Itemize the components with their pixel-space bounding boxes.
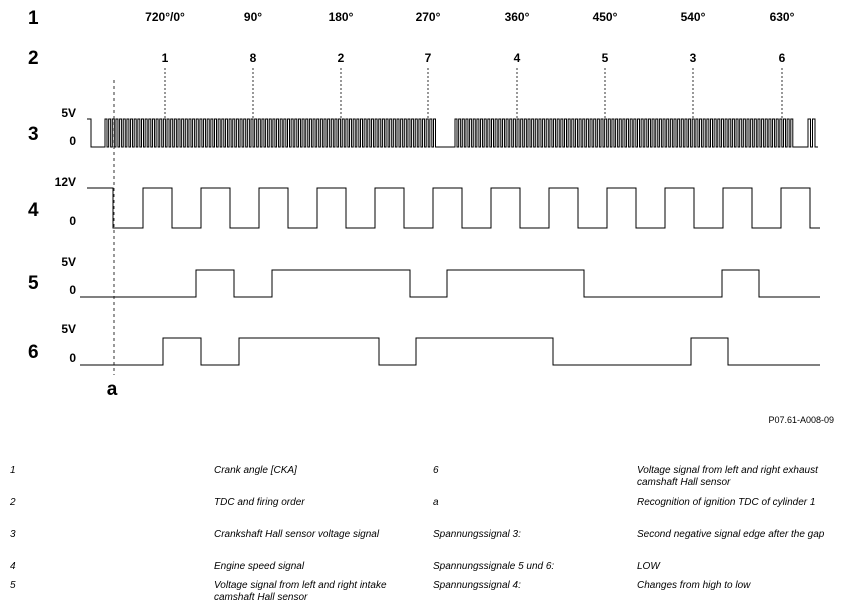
firing-order-labels: 1 8 2 7 4 5 3 6 [162,51,786,65]
crank-angle-labels: 720°/0° 90° 180° 270° 360° 450° 540° 630° [145,10,794,24]
marker-a: a [107,80,118,400]
legend-key: a [433,497,439,508]
row-number: 5 [28,273,39,294]
firing-order-label: 6 [779,51,786,65]
crank-angle-label: 360° [505,10,530,24]
legend-key: Spannungssignal 3: [433,529,521,540]
legend-key: Spannungssignal 4: [433,580,521,591]
voltage-level-label: 5V [61,106,76,120]
row-number: 4 [28,200,39,221]
legend-key: 4 [10,561,16,572]
firing-order-label: 8 [250,51,257,65]
engine-speed-wave [87,187,820,229]
voltage-level-label: 0 [69,134,76,148]
legend-text: LOW [637,561,660,572]
crank-angle-label: 630° [770,10,795,24]
tdc-guide-lines [164,68,783,118]
crank-angle-label: 270° [416,10,441,24]
legend-key: 3 [10,529,16,540]
exhaust-camshaft-wave [80,337,820,366]
voltage-level-label: 5V [61,255,76,269]
row-numbers: 1 2 3 4 5 6 [28,8,39,363]
legend-text: Voltage signal from left and right intak… [214,580,387,603]
marker-label: a [107,379,118,400]
crank-angle-label: 450° [593,10,618,24]
row-number: 6 [28,342,39,363]
crank-angle-label: 720°/0° [145,10,185,24]
firing-order-label: 4 [514,51,521,65]
signal-waveforms [80,118,820,366]
legend-text: Voltage signal from left and right exhau… [637,465,818,488]
row-number: 3 [28,124,39,145]
crank-angle-label: 90° [244,10,262,24]
legend-key: 6 [433,465,439,476]
row-number: 2 [28,48,39,69]
legend-text: Recognition of ignition TDC of cylinder … [637,497,816,508]
crank-angle-label: 180° [329,10,354,24]
voltage-level-label: 12V [55,175,76,189]
voltage-level-label: 5V [61,322,76,336]
voltage-level-labels: 5V 0 12V 0 5V 0 5V 0 [55,106,77,365]
legend-key: 1 [10,465,16,476]
legend-text: Crank angle [CKA] [214,465,297,476]
legend-key: 2 [10,497,16,508]
crankshaft-signal-wave [87,118,818,148]
firing-order-label: 7 [425,51,432,65]
figure-id: P07.61-A008-09 [768,415,834,425]
legend-key: 5 [10,580,16,591]
legend-text: Second negative signal edge after the ga… [637,529,825,540]
legend-text: Changes from high to low [637,580,751,591]
voltage-level-label: 0 [69,351,76,365]
legend-text: Crankshaft Hall sensor voltage signal [214,529,380,540]
row-number: 1 [28,8,39,29]
voltage-level-label: 0 [69,214,76,228]
firing-order-label: 3 [690,51,697,65]
intake-camshaft-wave [80,269,820,298]
legend-key: Spannungssignale 5 und 6: [433,561,555,572]
crank-angle-label: 540° [681,10,706,24]
legend-text: Engine speed signal [214,561,305,572]
legend-text: TDC and firing order [214,497,305,508]
firing-order-label: 2 [338,51,345,65]
firing-order-label: 1 [162,51,169,65]
firing-order-label: 5 [602,51,609,65]
voltage-level-label: 0 [69,283,76,297]
